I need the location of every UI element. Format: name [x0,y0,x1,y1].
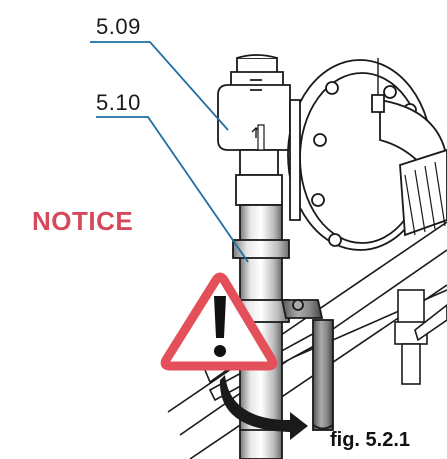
notice-label: NOTICE [32,206,134,236]
warning-exclamation-icon [160,272,278,371]
callout-label-509: 5.09 [96,14,141,39]
callout-line-509 [90,41,229,131]
callout-lines [90,41,249,263]
figure-caption: fig. 5.2.1 [330,429,411,451]
callout-line-510 [96,116,249,263]
valve-handle [280,299,334,431]
callout-label-510: 5.10 [96,90,141,115]
actuator-flange [287,58,447,251]
upper-fitting [217,54,291,206]
right-fitting [394,289,447,385]
rotation-arrow-icon [219,375,308,440]
